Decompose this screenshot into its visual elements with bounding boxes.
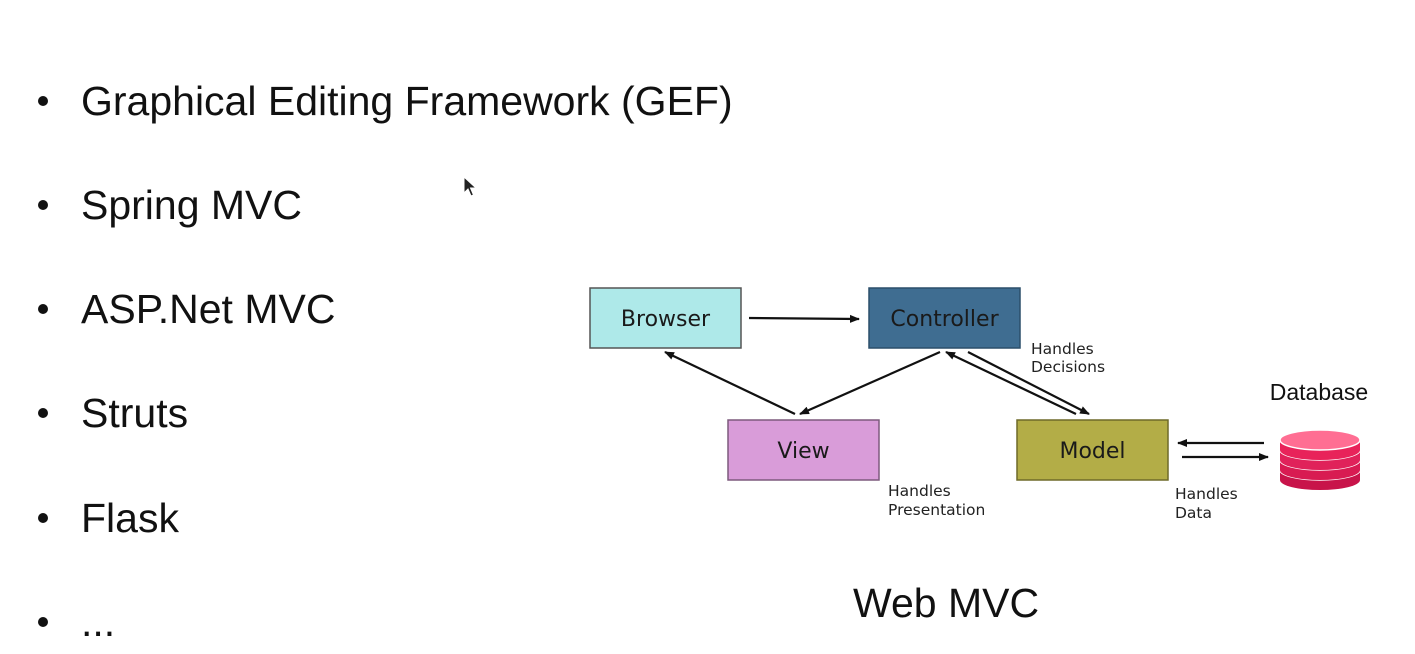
model-label: Model bbox=[1059, 439, 1125, 464]
svg-text:Decisions: Decisions bbox=[1031, 358, 1105, 376]
list-item: Spring MVC bbox=[38, 177, 302, 233]
database-label: Database bbox=[1270, 379, 1368, 405]
bullet-icon bbox=[38, 513, 48, 523]
list-item-text: Spring MVC bbox=[81, 181, 303, 228]
controller-node: Controller bbox=[868, 287, 1021, 349]
controller-to-model-arrow bbox=[967, 351, 1090, 415]
list-item-text: ASP.Net MVC bbox=[81, 285, 336, 332]
svg-text:Data: Data bbox=[1175, 504, 1212, 522]
view-label: View bbox=[777, 439, 829, 464]
list-item: Flask bbox=[38, 490, 179, 546]
controller-to-view-arrow bbox=[799, 350, 941, 416]
svg-text:Handles: Handles bbox=[888, 482, 951, 500]
bullet-icon bbox=[38, 617, 48, 627]
model-note: Handles Data bbox=[1175, 485, 1238, 522]
list-item-text: ... bbox=[81, 598, 116, 645]
framework-list: Graphical Editing Framework (GEF) Spring… bbox=[38, 73, 733, 650]
svg-text:Handles: Handles bbox=[1175, 485, 1238, 503]
bullet-icon bbox=[38, 96, 48, 106]
bullet-icon bbox=[38, 200, 48, 210]
view-to-browser-arrow bbox=[664, 351, 796, 415]
list-item: ASP.Net MVC bbox=[38, 281, 335, 337]
mouse-cursor-icon bbox=[463, 176, 477, 197]
view-note: Handles Presentation bbox=[888, 482, 985, 519]
bullet-icon bbox=[38, 408, 48, 418]
list-item: ... bbox=[38, 594, 115, 650]
bullet-icon bbox=[38, 304, 48, 314]
list-item-text: Struts bbox=[81, 389, 189, 436]
controller-label: Controller bbox=[890, 307, 999, 332]
model-node: Model bbox=[1016, 419, 1169, 481]
browser-to-controller-arrow bbox=[748, 314, 860, 323]
svg-text:Handles: Handles bbox=[1031, 340, 1094, 358]
diagram-caption: Web MVC bbox=[853, 580, 1040, 626]
list-item-text: Flask bbox=[81, 494, 179, 541]
controller-note: Handles Decisions bbox=[1031, 340, 1105, 376]
database-icon bbox=[1279, 429, 1361, 490]
flow-arrows bbox=[664, 314, 1269, 461]
list-item: Graphical Editing Framework (GEF) bbox=[38, 73, 733, 129]
list-item: Struts bbox=[38, 385, 188, 441]
svg-text:Presentation: Presentation bbox=[888, 501, 985, 519]
view-node: View bbox=[727, 419, 880, 481]
model-to-controller-arrow bbox=[945, 351, 1077, 415]
list-item-text: Graphical Editing Framework (GEF) bbox=[81, 77, 733, 124]
browser-label: Browser bbox=[621, 307, 711, 332]
browser-node: Browser bbox=[589, 287, 742, 349]
